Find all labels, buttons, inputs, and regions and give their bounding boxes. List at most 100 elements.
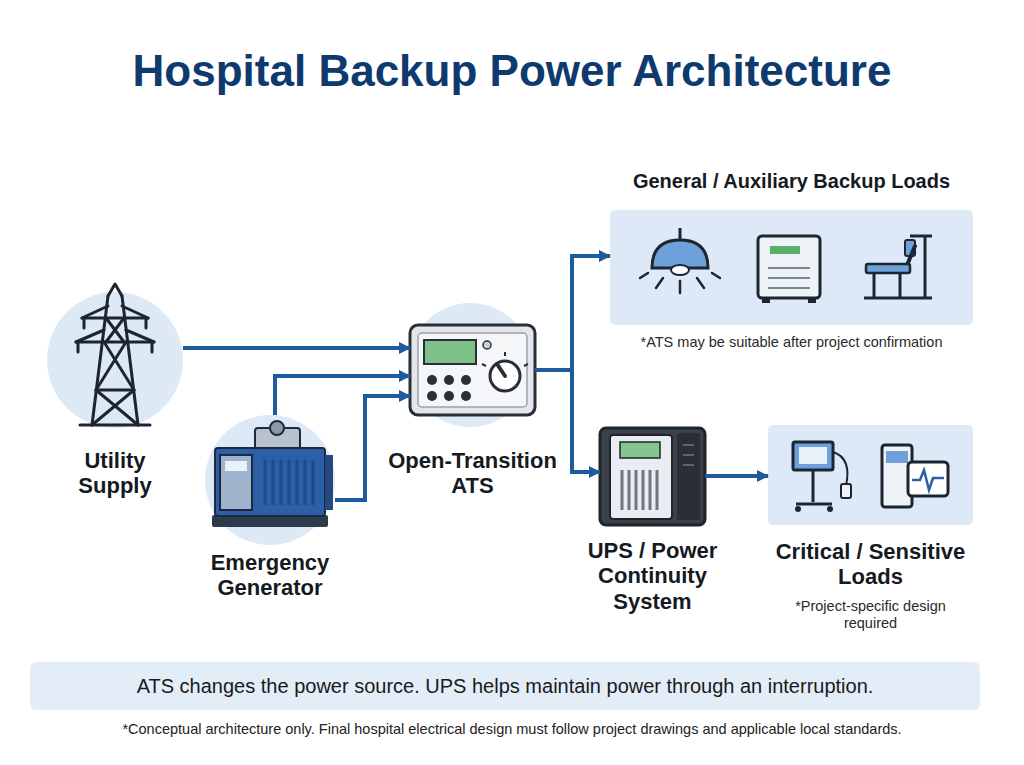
flow-arrow bbox=[183, 346, 410, 350]
transfer-switch-node: Open-Transition ATS bbox=[410, 325, 535, 415]
ats-device-icon bbox=[418, 333, 527, 407]
pylon-icon bbox=[82, 317, 148, 320]
power-source-node: Utility Supply bbox=[47, 292, 183, 428]
ats-device-icon bbox=[427, 375, 437, 385]
ups-node: UPS / Power Continuity System bbox=[600, 428, 705, 525]
power-source-node: Emergency Generator bbox=[205, 415, 335, 545]
ups-icon bbox=[620, 442, 660, 458]
lamp-icon bbox=[671, 265, 689, 275]
icon-circle bbox=[205, 415, 335, 545]
lamp-icon bbox=[640, 228, 720, 293]
pylon-icon bbox=[96, 342, 134, 390]
generator-icon bbox=[212, 515, 328, 527]
monitor-cart-icon bbox=[827, 506, 833, 512]
patient-monitor-icon bbox=[882, 445, 948, 507]
generator-icon bbox=[212, 421, 333, 527]
generator-icon bbox=[255, 428, 300, 450]
flow-arrow bbox=[535, 256, 610, 370]
summary-band: ATS changes the power source. UPS helps … bbox=[30, 662, 980, 710]
pylon-icon bbox=[82, 306, 148, 318]
cabinet-icon bbox=[808, 298, 816, 303]
pylon-icon bbox=[106, 318, 124, 342]
flow-arrow bbox=[535, 370, 600, 472]
pylon-icon bbox=[76, 284, 154, 425]
pylon-icon bbox=[92, 296, 108, 425]
load-group-box: Critical / Sensitive Loads*Project-speci… bbox=[768, 425, 973, 525]
generator-icon bbox=[215, 448, 325, 516]
lamp-icon bbox=[640, 273, 720, 293]
ats-device-icon bbox=[444, 391, 454, 401]
node-label: Utility Supply bbox=[50, 448, 180, 499]
load-group-box: General / Auxiliary Backup Loads*ATS may… bbox=[610, 210, 973, 325]
patient-monitor-icon bbox=[886, 451, 908, 463]
treatment-chair-icon bbox=[864, 273, 932, 298]
pylon-icon bbox=[78, 318, 152, 352]
ups-icon bbox=[600, 428, 705, 525]
ats-device-icon bbox=[461, 391, 471, 401]
icon-circle bbox=[47, 292, 183, 428]
monitor-cart-icon bbox=[796, 470, 832, 504]
node-label: Open-Transition ATS bbox=[373, 448, 573, 499]
lamp-icon bbox=[652, 240, 708, 268]
patient-monitor-icon bbox=[882, 445, 912, 507]
monitor-cart-icon bbox=[793, 442, 851, 512]
patient-monitor-icon bbox=[908, 462, 948, 496]
ats-device-icon bbox=[490, 361, 520, 391]
node-label: UPS / Power Continuity System bbox=[578, 538, 728, 614]
monitor-cart-icon bbox=[799, 447, 827, 464]
flow-arrow bbox=[275, 376, 410, 415]
ats-device-icon bbox=[410, 325, 535, 415]
monitor-cart-icon bbox=[833, 452, 847, 486]
generator-icon bbox=[225, 461, 247, 471]
treatment-chair-icon bbox=[910, 236, 932, 298]
generator-icon bbox=[265, 460, 313, 505]
cabinet-icon bbox=[768, 268, 810, 288]
monitor-cart-icon bbox=[795, 506, 801, 512]
cabinet-icon bbox=[758, 236, 820, 303]
patient-monitor-icon bbox=[912, 470, 944, 490]
cabinet-icon bbox=[770, 246, 800, 254]
treatment-chair-icon bbox=[905, 246, 915, 270]
node-label: Emergency Generator bbox=[190, 550, 350, 601]
generator-icon bbox=[270, 421, 284, 435]
ats-device-icon bbox=[483, 341, 491, 349]
icon-circle bbox=[408, 303, 532, 427]
pylon-icon bbox=[76, 330, 154, 342]
summary-text: ATS changes the power source. UPS helps … bbox=[137, 675, 874, 698]
box-heading: General / Auxiliary Backup Loads bbox=[633, 170, 950, 193]
flow-arrow bbox=[335, 396, 410, 500]
ats-device-icon bbox=[410, 325, 535, 415]
lamp-icon bbox=[679, 228, 682, 240]
monitor-cart-icon bbox=[793, 442, 833, 470]
ats-device-icon bbox=[424, 340, 476, 364]
treatment-chair-icon bbox=[905, 240, 915, 256]
ups-icon bbox=[622, 470, 657, 510]
generator-icon bbox=[220, 455, 252, 510]
pylon-icon bbox=[76, 341, 154, 344]
pylon-icon bbox=[122, 296, 138, 425]
flow-arrow bbox=[705, 474, 768, 478]
box-note: *Project-specific design required bbox=[791, 598, 951, 633]
box-heading: Critical / Sensitive Loads bbox=[766, 539, 976, 590]
ats-device-icon bbox=[427, 391, 437, 401]
pylon-icon bbox=[80, 424, 150, 427]
ups-icon bbox=[677, 433, 700, 520]
ats-device-icon bbox=[497, 364, 505, 376]
ats-device-icon bbox=[482, 352, 528, 366]
generator-icon bbox=[325, 455, 333, 510]
ups-icon bbox=[683, 445, 694, 465]
box-note: *ATS may be suitable after project confi… bbox=[641, 334, 943, 351]
diagram-title: Hospital Backup Power Architecture bbox=[0, 46, 1024, 97]
pylon-icon bbox=[108, 284, 122, 296]
treatment-chair-icon bbox=[864, 236, 932, 298]
diagram-caption: *Conceptual architecture only. Final hos… bbox=[0, 721, 1024, 737]
ups-icon bbox=[600, 428, 705, 525]
pylon-icon bbox=[96, 389, 134, 392]
ats-device-icon bbox=[461, 375, 471, 385]
pylon-icon bbox=[92, 390, 138, 425]
monitor-cart-icon bbox=[841, 484, 851, 498]
cabinet-icon bbox=[762, 298, 770, 303]
